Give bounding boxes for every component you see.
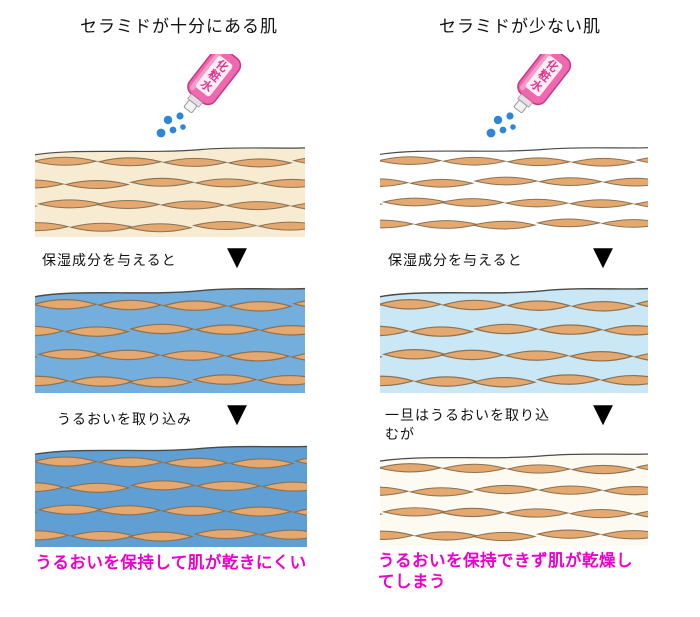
left-skin-panel-moisturized: [35, 283, 305, 393]
skin-cells-graphic: [380, 453, 648, 546]
skin-cells-graphic: [35, 445, 307, 547]
right-skin-panel-initial: [380, 143, 648, 234]
lotion-bottle-icon: 化粧水: [156, 54, 242, 138]
skin-cells-graphic: [35, 287, 305, 393]
skin-cells-graphic: [380, 287, 648, 393]
right-step2-label: 一旦はうるおいを取り込むが: [385, 407, 550, 442]
left-skin-panel-initial: [35, 143, 305, 237]
right-skin-panel-dried: [380, 449, 648, 546]
left-skin-panel-retained: [35, 441, 307, 547]
left-step1-label: 保湿成分を与えると: [42, 252, 177, 268]
lotion-bottle-right: 化粧水: [468, 54, 588, 146]
right-skin-panel-moisturized: [380, 283, 648, 393]
right-column-title: セラミドが少ない肌: [439, 17, 601, 36]
left-column-title: セラミドが十分にある肌: [80, 17, 278, 36]
down-arrow-icon: ▼: [227, 242, 247, 272]
lotion-bottle-left: 化粧水: [138, 54, 258, 146]
lotion-bottle-icon: 化粧水: [486, 54, 572, 138]
skin-cells-graphic: [35, 147, 305, 237]
right-result-text: うるおいを保持できず肌が乾燥してしまう: [378, 552, 633, 592]
skin-cells-graphic: [380, 147, 648, 234]
left-result-text: うるおいを保持して肌が乾きにくい: [35, 554, 307, 572]
down-arrow-icon: ▼: [593, 242, 613, 272]
left-step2-label: うるおいを取り込み: [57, 411, 192, 427]
down-arrow-icon: ▼: [593, 399, 613, 429]
down-arrow-icon: ▼: [227, 399, 247, 429]
right-step1-label: 保湿成分を与えると: [388, 252, 523, 268]
